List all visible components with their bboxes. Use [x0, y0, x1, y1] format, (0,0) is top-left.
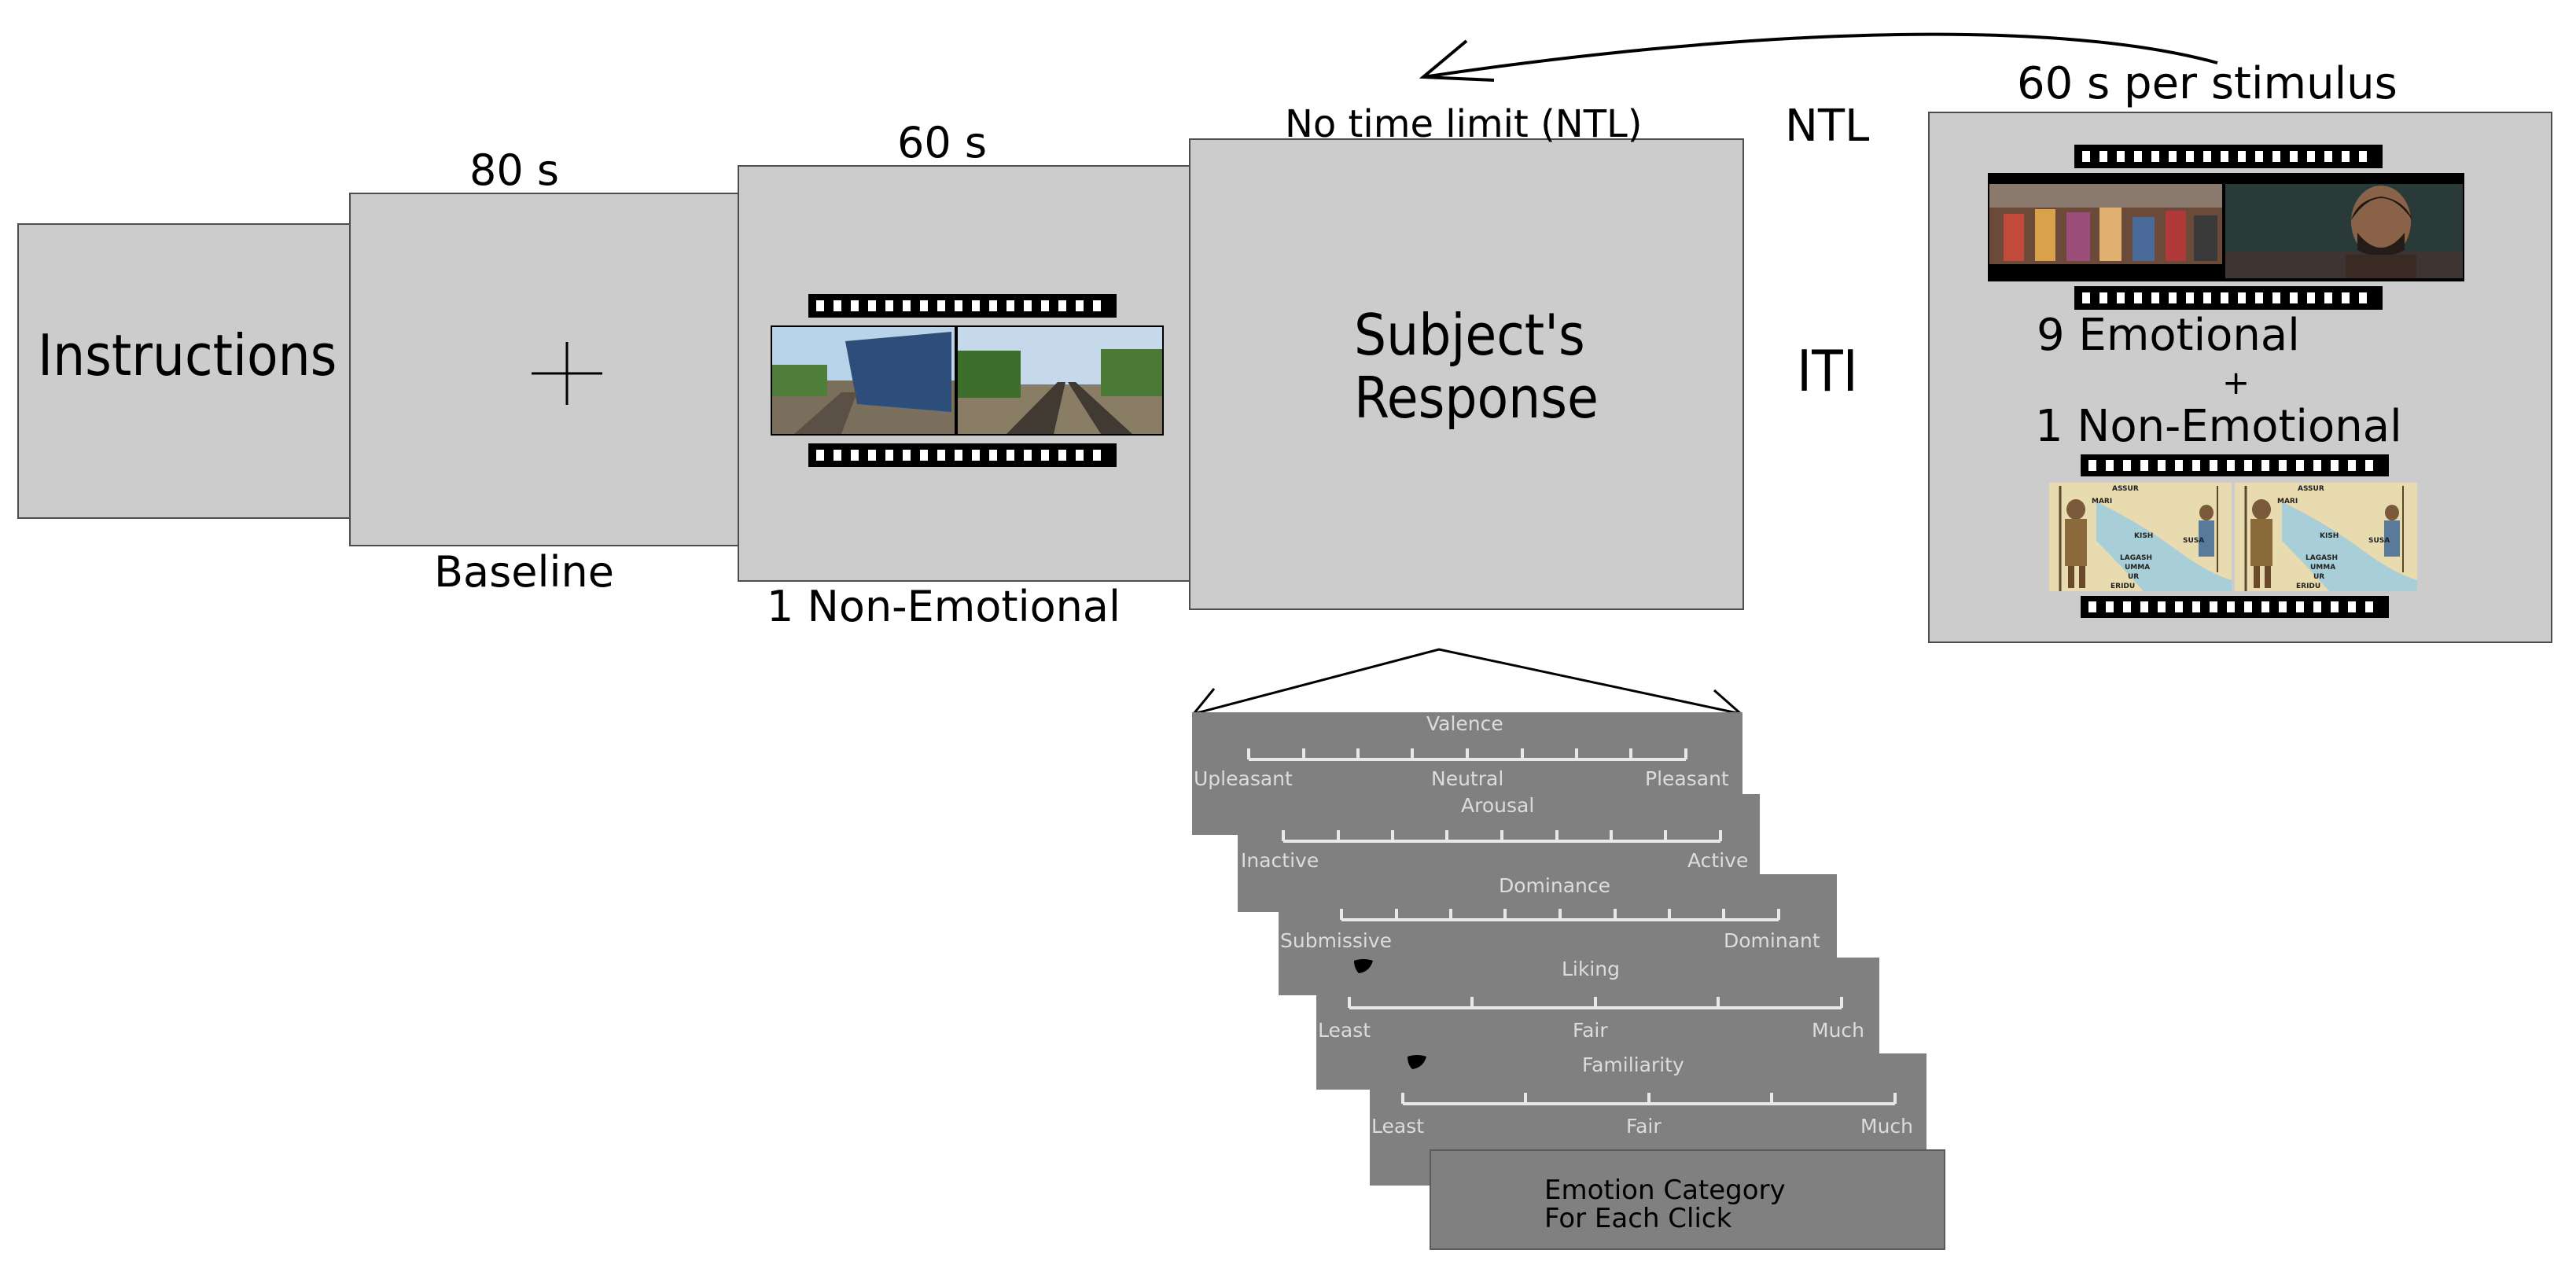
map-label-lagash-2: LAGASH [2306, 554, 2338, 562]
fixation-cross-icon [532, 342, 602, 405]
valence-center: Neutral [1431, 767, 1504, 790]
plus-symbol: + [2222, 363, 2250, 402]
familiarity-scale[interactable] [1401, 1088, 1897, 1107]
map-label-kish-2: KISH [2320, 532, 2339, 540]
map-label-umma: UMMA [2125, 564, 2150, 572]
map-label-umma-2: UMMA [2310, 564, 2335, 572]
arousal-scale[interactable] [1282, 825, 1722, 844]
stimulus-panel: 9 Emotional + 1 Non-Emotional ASSUR MAR [1928, 112, 2552, 643]
valence-scale[interactable] [1247, 744, 1687, 763]
map-label-susa: SUSA [2183, 537, 2204, 545]
familiarity-left: Least [1371, 1115, 1425, 1138]
nonemotional-clip-panel [738, 165, 1195, 582]
baseline-duration: 80 s [469, 145, 560, 195]
response-line1: Subject's [1354, 302, 1585, 368]
train-filmstrip-image [771, 294, 1164, 467]
stimulus-duration: 60 s per stimulus [2017, 58, 2398, 109]
liking-title: Liking [1562, 958, 1621, 980]
nonemotional-duration: 60 s [897, 118, 988, 167]
map-label-kish: KISH [2134, 532, 2153, 540]
loop-arrowhead-icon [1419, 39, 1495, 82]
map-label-mari: MARI [2092, 498, 2112, 506]
familiarity-right: Much [1860, 1115, 1914, 1138]
nonemotional-label-2: 1 Non-Emotional [2035, 401, 2402, 452]
familiarity-title: Familiarity [1582, 1053, 1684, 1076]
instructions-panel: Instructions [17, 223, 352, 519]
baseline-label: Baseline [434, 547, 614, 597]
valence-title: Valence [1426, 712, 1503, 735]
cursor-blot-icon [1408, 1055, 1426, 1069]
dominance-left: Submissive [1280, 929, 1393, 952]
iti-label: ITI [1797, 338, 1858, 404]
arousal-title: Arousal [1461, 794, 1535, 817]
dominance-scale[interactable] [1340, 904, 1780, 923]
response-duration: No time limit (NTL) [1285, 102, 1643, 146]
map-label-assur-2: ASSUR [2298, 485, 2324, 493]
liking-scale[interactable] [1348, 992, 1843, 1011]
ntl-label: NTL [1785, 101, 1870, 152]
arousal-right: Active [1687, 849, 1749, 872]
emotional-filmstrip-image [1988, 145, 2464, 310]
valence-left: Upleasant [1194, 767, 1293, 790]
valence-right: Pleasant [1645, 767, 1729, 790]
map-label-eridu: ERIDU [2110, 583, 2135, 590]
map-label-mari-2: MARI [2277, 498, 2298, 506]
dominance-title: Dominance [1499, 874, 1610, 897]
map-filmstrip-image: ASSUR MARI KISH SUSA LAGASH UMMA UR ERID… [2049, 454, 2417, 618]
baseline-panel [349, 193, 742, 546]
zoom-lines [1193, 648, 1742, 715]
nonemotional-label: 1 Non-Emotional [767, 582, 1121, 631]
map-label-ur-2: UR [2313, 573, 2324, 581]
liking-left: Least [1318, 1019, 1371, 1042]
emotion-line1: Emotion Category [1544, 1175, 1786, 1206]
response-line2: Response [1354, 365, 1599, 431]
subject-response-panel: Subject's Response [1189, 138, 1744, 610]
emotion-line2: For Each Click [1544, 1203, 1732, 1234]
map-label-eridu-2: ERIDU [2296, 583, 2320, 590]
familiarity-center: Fair [1626, 1115, 1662, 1138]
liking-right: Much [1812, 1019, 1865, 1042]
cursor-blot-icon [1354, 959, 1373, 973]
arousal-left: Inactive [1241, 849, 1319, 872]
map-label-ur: UR [2128, 573, 2139, 581]
map-label-lagash: LAGASH [2120, 554, 2152, 562]
map-label-assur: ASSUR [2112, 485, 2139, 493]
map-label-susa-2: SUSA [2368, 537, 2390, 545]
liking-center: Fair [1573, 1019, 1608, 1042]
emotion-category-box[interactable]: Emotion Category For Each Click [1430, 1149, 1945, 1250]
instructions-label: Instructions [38, 322, 337, 388]
emotional-label: 9 Emotional [2037, 310, 2300, 361]
dominance-right: Dominant [1724, 929, 1820, 952]
